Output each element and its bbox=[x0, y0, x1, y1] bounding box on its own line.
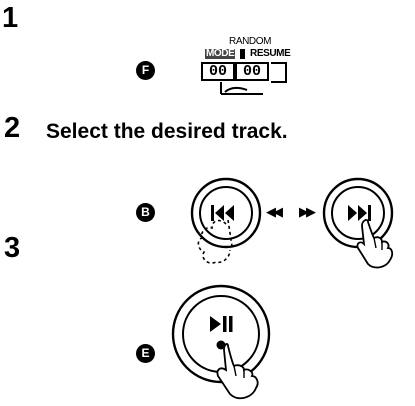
hand-press-icon bbox=[356, 219, 394, 269]
resume-label: RESUME bbox=[250, 48, 291, 59]
display-right-segment bbox=[271, 62, 287, 83]
skip-back-button[interactable] bbox=[186, 176, 270, 272]
next-arrows: ▶▶ bbox=[299, 205, 316, 220]
step-2-instruction: Select the desired track. bbox=[46, 120, 288, 143]
hand-press-icon bbox=[216, 343, 259, 400]
display-pointer-icon bbox=[220, 82, 263, 95]
track-number-display: 00 bbox=[201, 62, 235, 81]
mode-label: MODE bbox=[205, 48, 236, 59]
play-pause-button[interactable] bbox=[168, 284, 308, 406]
time-display: 00 bbox=[235, 62, 269, 81]
lcd-display: RANDOM MODE RESUME 00 00 bbox=[177, 36, 317, 98]
prev-arrows: ◀◀ bbox=[266, 205, 283, 220]
callout-badge-f: F bbox=[136, 61, 155, 80]
step-number-2: 2 bbox=[4, 112, 21, 144]
resume-indicator-icon bbox=[240, 49, 245, 59]
play-pause-icon bbox=[210, 316, 233, 350]
step-number-3: 3 bbox=[4, 232, 21, 264]
skip-forward-button[interactable] bbox=[318, 176, 402, 272]
callout-badge-b: B bbox=[136, 203, 155, 222]
random-label: RANDOM bbox=[229, 36, 272, 47]
callout-badge-e: E bbox=[136, 344, 155, 363]
skip-forward-icon bbox=[348, 205, 371, 221]
step-number-1: 1 bbox=[2, 2, 19, 34]
hand-press-icon bbox=[197, 219, 233, 264]
skip-back-icon bbox=[211, 205, 234, 221]
